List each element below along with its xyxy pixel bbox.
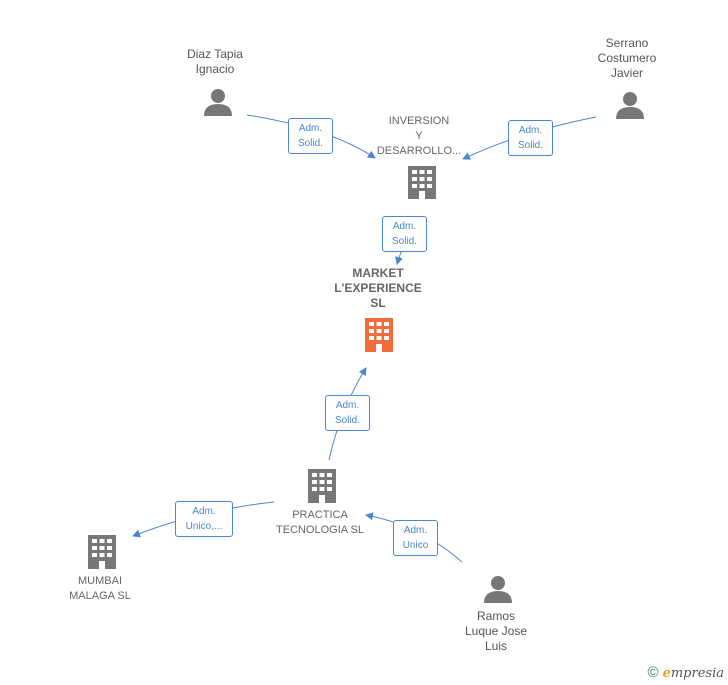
label-line: DESARROLLO... [376, 145, 462, 157]
copyright-icon: © [647, 664, 659, 681]
label-line: PRACTICA [292, 509, 348, 521]
building-icon-main [365, 318, 393, 352]
building-icon [408, 166, 436, 199]
node-label-market[interactable]: MARKET L'EXPERIENCE SL [318, 266, 438, 311]
label-line: Javier [610, 66, 643, 80]
label-line: Luque Jose [464, 624, 528, 638]
label-line: TECNOLOGIA SL [275, 524, 365, 536]
edge-label-line: Solid. [517, 140, 543, 151]
label-line: Diaz Tapia [187, 47, 243, 61]
building-icon [88, 535, 116, 569]
edge-label-line: Solid. [334, 415, 360, 426]
edge-label-serrano-inversion[interactable]: Adm. Solid. [508, 120, 553, 156]
edge-label-line: Adm. [298, 123, 323, 134]
node-label-practica[interactable]: PRACTICA TECNOLOGIA SL [265, 508, 375, 538]
node-label-inversion[interactable]: INVERSION Y DESARROLLO... [364, 114, 474, 159]
edge-label-line: Unico,... [185, 521, 223, 532]
person-icon [616, 92, 644, 119]
edge-label-ramos-practica[interactable]: Adm. Unico [393, 520, 438, 556]
person-icon [484, 576, 512, 603]
label-line: Ignacio [195, 62, 235, 76]
person-icon [204, 89, 232, 116]
node-label-mumbai[interactable]: MUMBAI MALAGA SL [50, 574, 150, 604]
label-line: MARKET [352, 266, 404, 280]
edge-label-line: Unico [402, 540, 429, 551]
edge-label-diaz-inversion[interactable]: Adm. Solid. [288, 118, 333, 154]
node-label-serrano[interactable]: Serrano Costumero Javier [577, 36, 677, 81]
edge-label-practica-mumbai[interactable]: Adm. Unico,... [175, 501, 233, 537]
edge-label-line: Solid. [391, 236, 417, 247]
node-label-ramos[interactable]: Ramos Luque Jose Luis [446, 609, 546, 654]
edge-label-line: Adm. [403, 525, 428, 536]
label-line: SL [370, 296, 386, 310]
node-label-diaz[interactable]: Diaz Tapia Ignacio [165, 47, 265, 77]
edge-label-line: Adm. [392, 221, 417, 232]
brand-initial: e [662, 666, 671, 681]
edge-label-line: Adm. [518, 125, 543, 136]
edge-label-practica-market[interactable]: Adm. Solid. [325, 395, 370, 431]
label-line: INVERSION [388, 115, 450, 127]
edge-label-line: Adm. [192, 506, 216, 517]
label-line: Serrano [605, 36, 649, 50]
label-line: MUMBAI [78, 575, 122, 587]
building-icon [308, 469, 336, 503]
label-line: Ramos [476, 609, 515, 623]
label-line: Luis [484, 639, 507, 653]
edge-label-line: Solid. [297, 138, 323, 149]
label-line: L'EXPERIENCE [334, 281, 422, 295]
label-line: Costumero [597, 51, 657, 65]
brand-name: mpresia [670, 666, 724, 681]
brand-logo[interactable]: empresia [663, 666, 724, 681]
label-line: MALAGA SL [69, 590, 131, 602]
footer-brand: ©empresia [648, 664, 724, 681]
label-line: Y [415, 130, 423, 142]
edge-label-line: Adm. [335, 400, 360, 411]
edge-label-inversion-market[interactable]: Adm. Solid. [382, 216, 427, 252]
